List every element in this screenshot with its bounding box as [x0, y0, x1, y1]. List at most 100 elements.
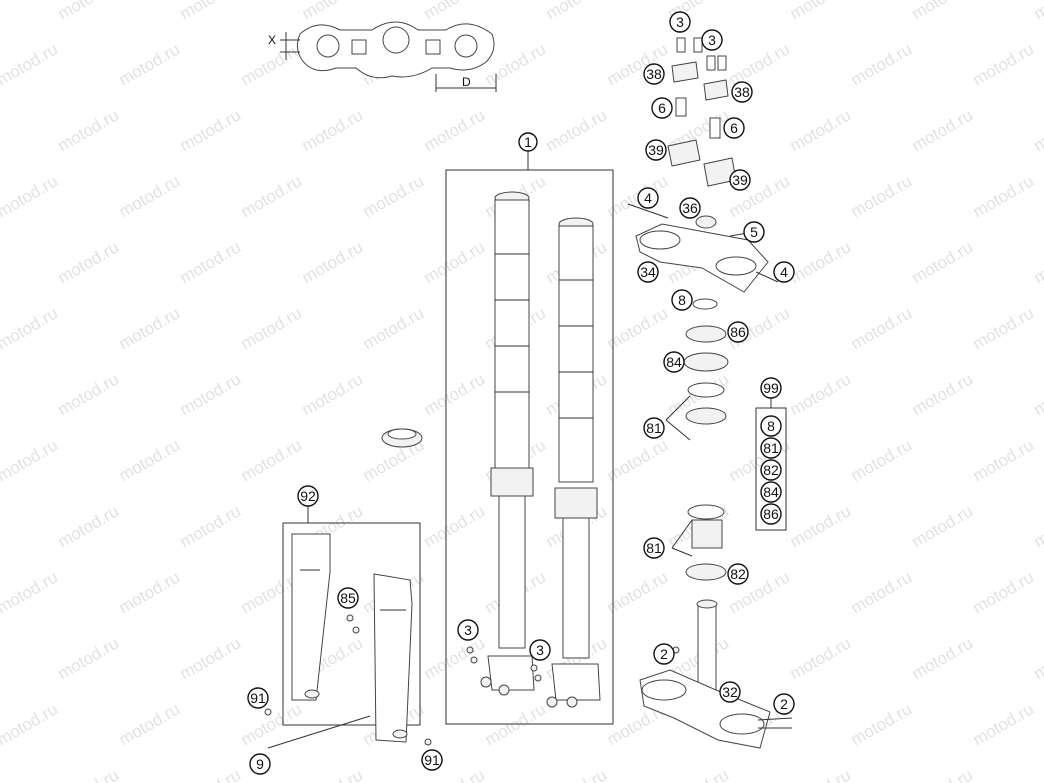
callout-8: 8 [678, 292, 686, 308]
dust-seal-lower [685, 563, 727, 581]
watermark-text: motod.ru [0, 303, 61, 353]
callout-81-b: 81 [646, 540, 662, 556]
watermark-text: motod.ru [787, 0, 855, 23]
watermark-text: motod.ru [1031, 633, 1044, 683]
watermark-text: motod.ru [848, 435, 916, 485]
watermark-text: motod.ru [543, 0, 611, 23]
upper-triple-clamp [627, 203, 779, 293]
handlebar-clamp-bottom-left [667, 139, 701, 167]
callout-86: 86 [730, 324, 746, 340]
watermark-text: motod.ru [0, 699, 61, 749]
watermark-text: motod.ru [360, 303, 428, 353]
callout-1: 1 [524, 134, 532, 150]
callout-6-b: 6 [730, 120, 738, 136]
watermark-text: motod.ru [604, 303, 672, 353]
callout-34: 34 [640, 264, 656, 280]
watermark-text: motod.ru [787, 765, 855, 783]
watermark-text: motod.ru [909, 369, 977, 419]
fork-bottom-nut-left [470, 656, 478, 664]
fork-leg-right [546, 217, 601, 708]
callout-32: 32 [722, 684, 738, 700]
watermark-text: motod.ru [116, 171, 184, 221]
watermark-text: motod.ru [55, 369, 123, 419]
watermark-text: motod.ru [55, 105, 123, 155]
callout-82: 82 [730, 566, 746, 582]
fork-guards-frame [282, 522, 421, 726]
watermark-text: motod.ru [970, 303, 1038, 353]
callout-layer: 1 3 3 38 38 6 6 39 39 4 36 5 34 4 8 86 8… [247, 11, 795, 775]
watermark-text: motod.ru [177, 369, 245, 419]
axle-nut-ring [381, 428, 423, 448]
watermark-text: motod.ru [909, 765, 977, 783]
watermark-text: motod.ru [970, 39, 1038, 89]
kit-item-82: 82 [763, 462, 779, 478]
callout-2-a: 2 [660, 646, 668, 662]
watermark-text: motod.ru [543, 105, 611, 155]
fork-bottom-bolt-left [466, 646, 474, 654]
watermark-text: motod.ru [970, 435, 1038, 485]
watermark-text: motod.ru [116, 303, 184, 353]
callout-99: 99 [763, 380, 779, 396]
lower-triple-clamp [639, 599, 793, 749]
callout-36: 36 [682, 200, 698, 216]
watermark-text: motod.ru [55, 765, 123, 783]
fork-bottom-nut-right [534, 674, 542, 682]
callout-4-b: 4 [780, 264, 788, 280]
callout-81-a: 81 [646, 420, 662, 436]
kit-item-84: 84 [763, 484, 779, 500]
watermark-text: motod.ru [116, 39, 184, 89]
watermark-text: motod.ru [116, 567, 184, 617]
watermark-text: motod.ru [848, 567, 916, 617]
watermark-text: motod.ru [421, 633, 489, 683]
watermark-text: motod.ru [299, 0, 367, 23]
dimension-d-label: D [462, 75, 471, 89]
fork-guard-right [373, 573, 413, 743]
triple-clamp-top-view-sketch: X D [268, 21, 497, 92]
watermark-text: motod.ru [787, 369, 855, 419]
watermark-text: motod.ru [848, 39, 916, 89]
dust-seal-upper [685, 325, 727, 343]
handlebar-clamp-top-left [671, 61, 699, 83]
watermark-text: motod.ru [787, 105, 855, 155]
watermark-text: motod.ru [604, 567, 672, 617]
callout-3-a: 3 [676, 14, 684, 30]
watermark-text: motod.ru [238, 435, 306, 485]
callout-39-a: 39 [648, 142, 664, 158]
watermark-text: motod.ru [848, 699, 916, 749]
watermark-text: motod.ru [116, 435, 184, 485]
watermark-text: motod.ru [421, 237, 489, 287]
watermark-text: motod.ru [848, 171, 916, 221]
watermark-text: motod.ru [909, 105, 977, 155]
steering-bearing-lower [687, 504, 725, 520]
watermark-text: motod.ru [116, 699, 184, 749]
watermark-text: motod.ru [543, 765, 611, 783]
callout-38-a: 38 [646, 66, 662, 82]
watermark-text: motod.ru [299, 369, 367, 419]
watermark-text: motod.ru [177, 105, 245, 155]
watermark-text: motod.ru [604, 435, 672, 485]
watermark-text: motod.ru [421, 501, 489, 551]
callout-38-b: 38 [734, 84, 750, 100]
watermark-text: motod.ru [909, 0, 977, 23]
callout-3-d: 3 [536, 642, 544, 658]
watermark-text: motod.ru [665, 765, 733, 783]
watermark-text: motod.ru [909, 633, 977, 683]
watermark-text: motod.ru [970, 567, 1038, 617]
watermark-text: motod.ru [1031, 0, 1044, 23]
watermark-text: motod.ru [0, 171, 61, 221]
kit-item-81: 81 [763, 440, 779, 456]
watermark-text: motod.ru [177, 501, 245, 551]
callout-3-c: 3 [464, 622, 472, 638]
bearing-cover [683, 352, 729, 372]
o-ring [692, 298, 718, 310]
watermark-text: motod.ru [0, 39, 61, 89]
callout-85: 85 [340, 590, 356, 606]
watermark-text: motod.ru [604, 171, 672, 221]
watermark-text: motod.ru [421, 369, 489, 419]
watermark-text: motod.ru [787, 237, 855, 287]
watermark-text: motod.ru [0, 567, 61, 617]
watermark-text: motod.ru [177, 765, 245, 783]
handlebar-clamp-top-right [703, 79, 729, 101]
watermark-text: motod.ru [970, 699, 1038, 749]
